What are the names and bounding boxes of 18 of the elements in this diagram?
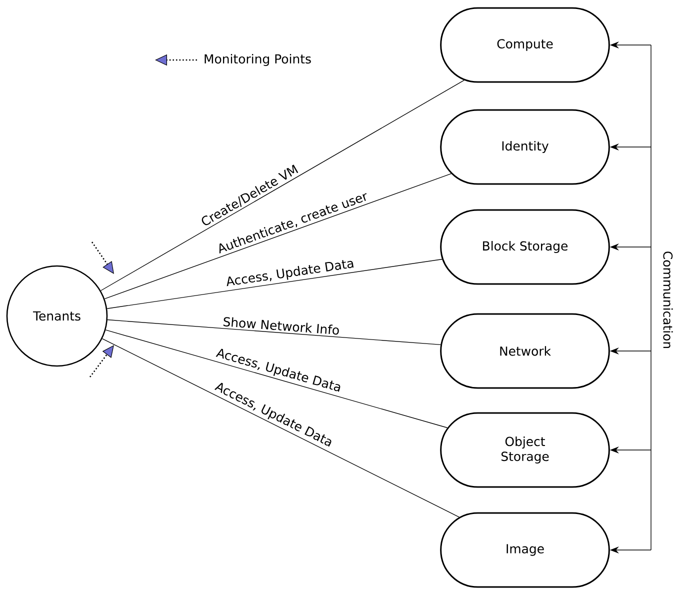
connector-line xyxy=(102,338,460,518)
rotated-label: Communication xyxy=(663,252,673,348)
process-box: Network xyxy=(440,313,610,389)
bus-line xyxy=(650,44,652,550)
edge-label: Show Network Info xyxy=(223,317,339,335)
connector-line xyxy=(107,319,441,346)
process-box: Object Storage xyxy=(440,412,610,488)
circle-node: Tenants xyxy=(6,265,108,367)
connector-line xyxy=(104,173,452,300)
connector-line xyxy=(100,80,465,291)
edge-label: Access, Update Data xyxy=(226,260,354,286)
process-box: Compute xyxy=(440,7,610,83)
process-box: Identity xyxy=(440,109,610,185)
process-box: Image xyxy=(440,512,610,588)
connector-line xyxy=(105,330,448,428)
connector-line xyxy=(106,258,442,309)
process-box: Block Storage xyxy=(440,209,610,285)
legend-text: Monitoring Points xyxy=(204,54,311,66)
